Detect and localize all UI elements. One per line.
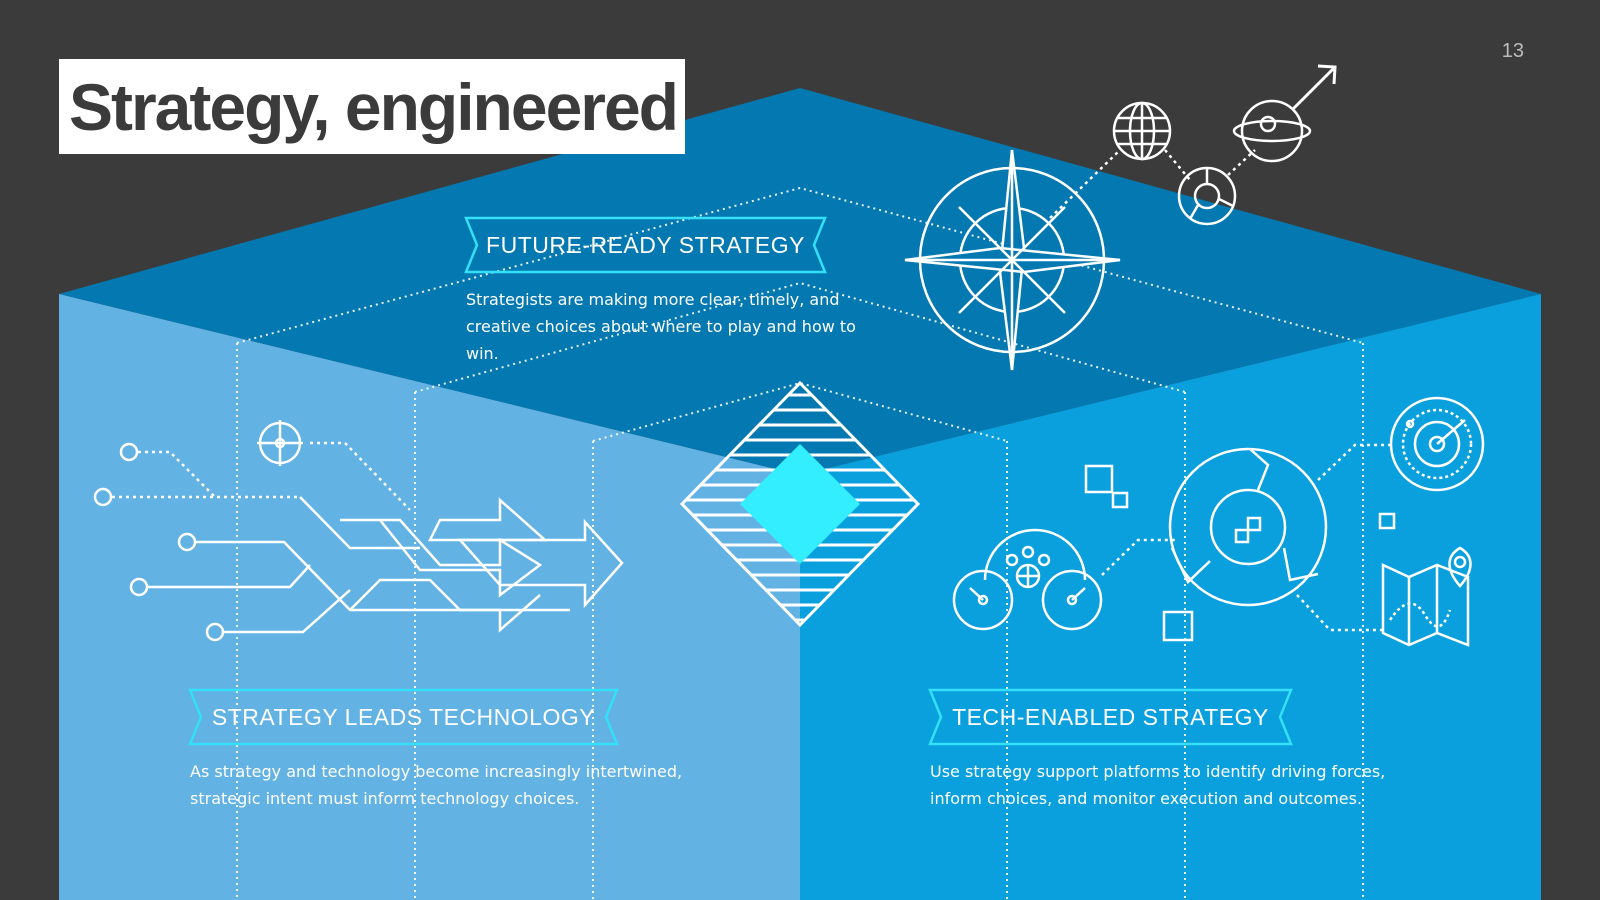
network-connectors — [1049, 149, 1256, 219]
tech-enabled-title: TECH-ENABLED STRATEGY — [952, 703, 1269, 730]
cube-left-face — [59, 294, 800, 900]
future-ready-title: FUTURE-READY STRATEGY — [486, 231, 805, 258]
intertwined-arrows-icon — [93, 442, 624, 642]
slide-title-box: Strategy, engineered — [59, 59, 685, 154]
map-pin-icon — [1381, 546, 1472, 647]
page-number: 13 — [1501, 40, 1524, 62]
banner-tech-enabled-shape — [928, 688, 1293, 746]
segmented-ring-icon — [1168, 447, 1328, 607]
cube-top-face — [59, 88, 1541, 475]
banner-strategy-leads-shape — [188, 688, 619, 746]
strategy-leads-title: STRATEGY LEADS TECHNOLOGY — [211, 703, 596, 730]
radar-icon — [1389, 396, 1485, 492]
arrow-icon — [1290, 64, 1337, 112]
dashboard-gauges-icon — [952, 528, 1103, 631]
crosshair-icon — [257, 420, 303, 466]
banner-future-ready-shape — [464, 216, 827, 274]
donut-icon — [1177, 166, 1237, 226]
circuit-lines — [112, 441, 411, 511]
globe-icon — [1112, 101, 1172, 161]
slide-title: Strategy, engineered — [69, 69, 679, 144]
ring-connectors — [1101, 443, 1390, 632]
center-diamond-accent — [740, 444, 860, 564]
compass-icon — [904, 149, 1121, 371]
dotted-grid-lines — [236, 186, 1364, 900]
strategy-leads-description: As strategy and technology become increa… — [190, 762, 683, 808]
squares-decor — [1084, 464, 1396, 642]
tech-enabled-description: Use strategy support platforms to identi… — [930, 762, 1386, 808]
planet-icon — [1232, 99, 1312, 163]
future-ready-description: Strategists are making more clear, timel… — [466, 290, 856, 363]
